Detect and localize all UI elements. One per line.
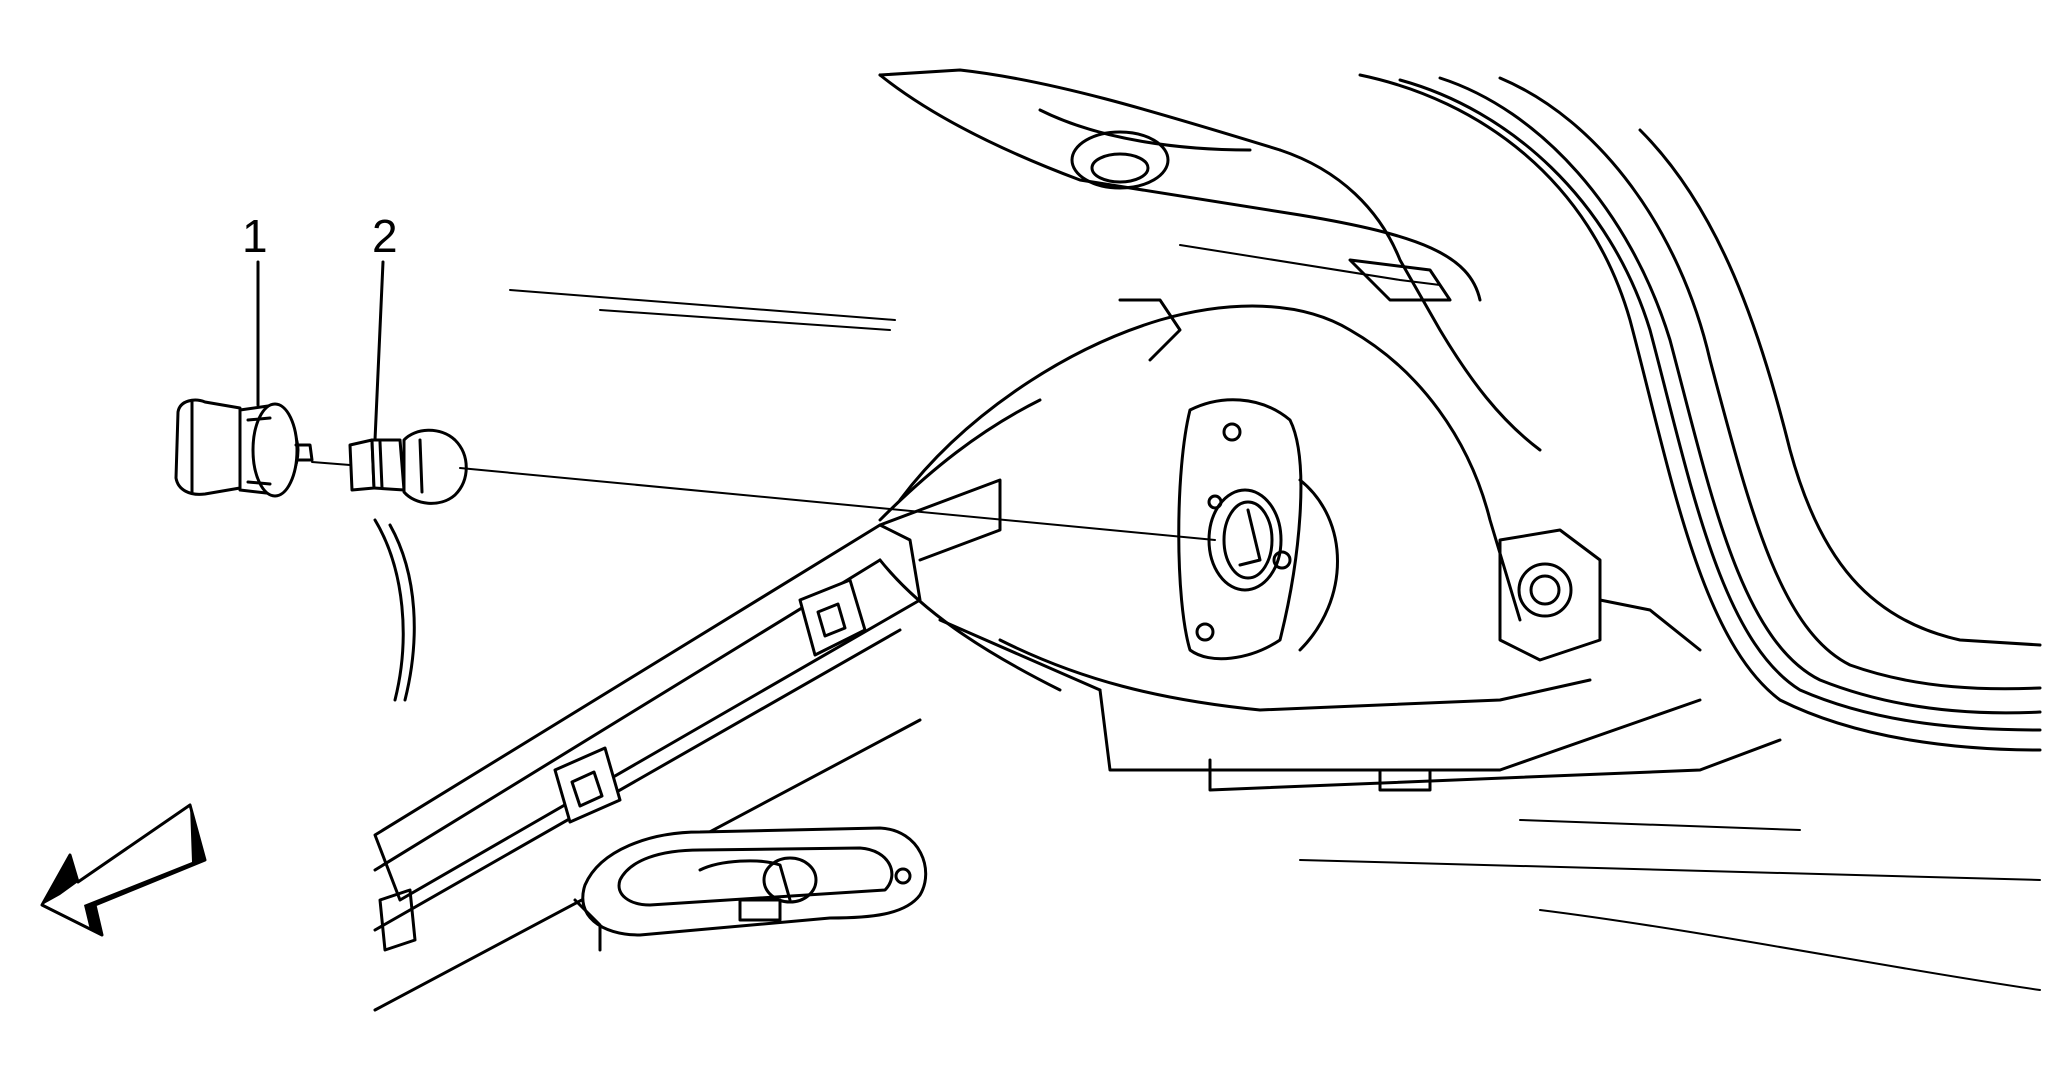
- callout-label-2: 2: [372, 210, 398, 262]
- exploded-leader-socket-bulb: [311, 461, 351, 466]
- body-outer-curve: [1358, 73, 2042, 752]
- bulb-part-2: [348, 428, 468, 505]
- bulb-socket-part-1: [174, 398, 314, 498]
- background-lines: [509, 289, 2041, 991]
- wheelhouse-panel: [878, 298, 1782, 792]
- exploded-leader-bulb-mount: [459, 467, 1216, 541]
- tire-arc-outline: [373, 518, 405, 702]
- callout-label-1: 1: [242, 210, 268, 262]
- quarter-panel-upper: [878, 68, 1542, 452]
- rocker-trim-strip: [373, 478, 1102, 1012]
- lamp-mounting-plate: [1177, 398, 1339, 661]
- tire-arc-outline-inner: [388, 523, 416, 702]
- direction-arrow-icon: [40, 803, 207, 937]
- callout-2-leader: [373, 260, 385, 442]
- side-marker-lamp-housing: [573, 826, 928, 952]
